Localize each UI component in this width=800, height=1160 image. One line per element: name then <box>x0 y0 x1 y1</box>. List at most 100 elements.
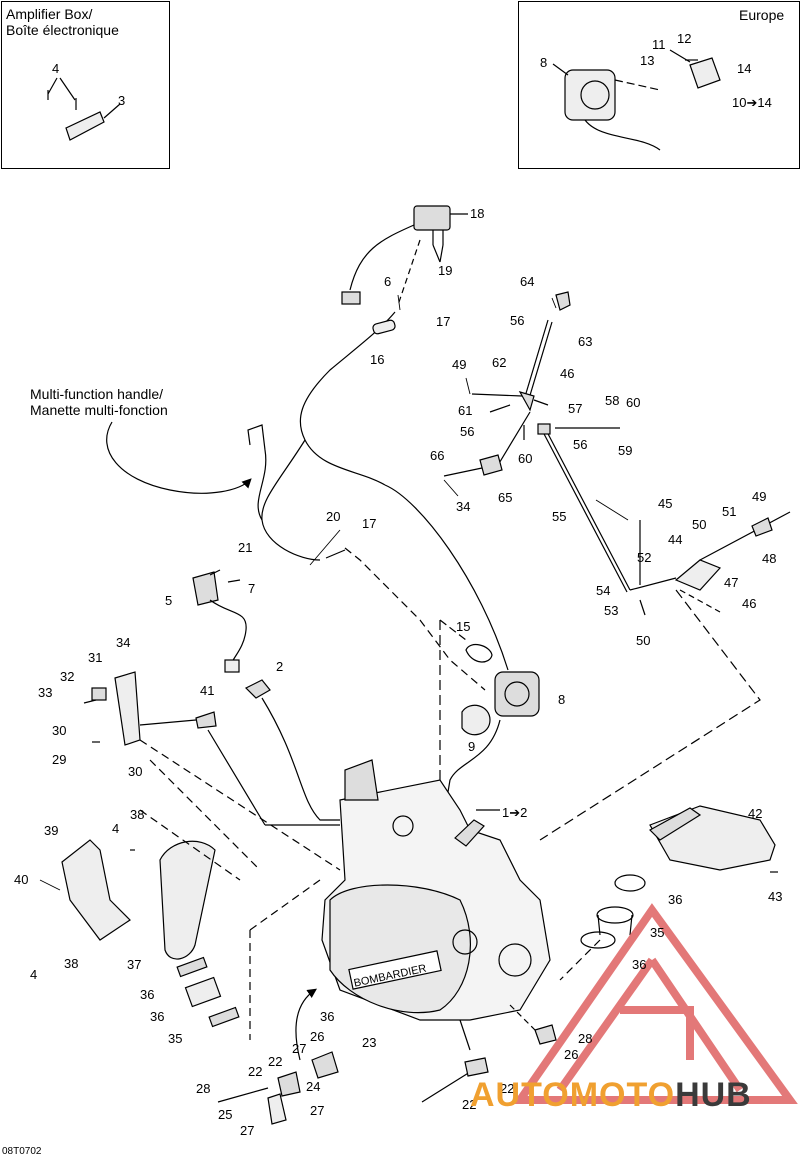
gear-lever-assembly <box>443 291 631 593</box>
callout-27c: 27 <box>310 1103 325 1118</box>
engine-block: BOMBARDIER <box>321 759 551 1051</box>
callout-17b: 17 <box>362 516 377 531</box>
callout-19: 19 <box>438 263 453 278</box>
air-intake-part <box>559 805 778 981</box>
callout-14: 14 <box>737 61 752 76</box>
lower-engine-parts <box>217 879 557 1125</box>
callout-27: 23 <box>362 1035 377 1050</box>
callout-28b: 27 <box>240 1123 255 1138</box>
callout-9: 9 <box>468 739 476 754</box>
callout-57: 57 <box>568 401 583 416</box>
callout-25: 28 <box>196 1081 211 1096</box>
callout-36: 36 <box>668 892 683 907</box>
watermark-right: HUB <box>675 1076 752 1114</box>
callout-24: 22 <box>248 1064 263 1079</box>
callout-43: 43 <box>768 889 783 904</box>
callout-10-14: 10➔14 <box>732 95 772 110</box>
callout-45: 45 <box>658 496 673 511</box>
callout-60b: 60 <box>518 451 533 466</box>
callout-4: 4 <box>52 61 60 76</box>
callout-47: 47 <box>724 575 739 590</box>
callout-59: 59 <box>618 443 633 458</box>
callout-36d: 35 <box>168 1031 183 1046</box>
callout-58: 58 <box>605 393 620 408</box>
callout-32: 32 <box>60 669 75 684</box>
callout-36c: 36 <box>140 987 155 1002</box>
sensor-part <box>192 569 247 673</box>
amplifier-title-line2: Boîte électronique <box>6 22 119 38</box>
throttle-cable-part <box>247 311 509 691</box>
callout-29: 29 <box>52 752 67 767</box>
callout-5: 5 <box>165 593 173 608</box>
handle-caption-line1: Multi-function handle/ <box>30 386 164 402</box>
watermark-left: AUTOMOTO <box>470 1076 676 1114</box>
callout-65: 65 <box>498 490 513 505</box>
callout-27b: 25 <box>218 1107 233 1122</box>
callout-61: 61 <box>458 403 473 418</box>
callout-18: 18 <box>470 206 485 221</box>
callout-13: 13 <box>640 53 655 68</box>
callout-38: 38 <box>130 807 145 822</box>
callout-53: 53 <box>604 603 619 618</box>
callout-62: 62 <box>492 355 507 370</box>
callout-3: 3 <box>118 93 126 108</box>
callout-35b: 36 <box>150 1009 165 1024</box>
callout-37: 37 <box>127 957 142 972</box>
callout-11: 11 <box>652 37 666 52</box>
europe-title: Europe <box>739 7 785 23</box>
callout-46: 46 <box>560 366 575 381</box>
callout-4b: 4 <box>112 821 120 836</box>
callout-52: 52 <box>637 550 652 565</box>
callout-26b: 28 <box>578 1031 593 1046</box>
callout-16: 16 <box>370 352 385 367</box>
callout-48: 48 <box>762 551 777 566</box>
callout-4c: 4 <box>30 967 38 982</box>
callout-49: 49 <box>452 357 467 372</box>
drawing-code: 08T0702 <box>2 1146 42 1157</box>
shift-linkage-part <box>539 511 791 841</box>
callout-8b: 8 <box>558 692 566 707</box>
amplifier-box-part <box>47 77 121 141</box>
callout-28: 24 <box>306 1079 321 1094</box>
callout-54: 54 <box>596 583 611 598</box>
callout-6: 6 <box>384 274 392 289</box>
callout-42: 42 <box>748 806 763 821</box>
callout-31: 31 <box>88 650 103 665</box>
callout-22b: 22 <box>268 1054 283 1069</box>
callout-34b: 34 <box>116 635 131 650</box>
callout-7: 7 <box>248 581 256 596</box>
callout-21: 21 <box>238 540 253 555</box>
callout-17: 17 <box>436 314 451 329</box>
callout-22: 27 <box>292 1041 307 1056</box>
callout-30: 30 <box>52 723 67 738</box>
callout-64: 64 <box>520 274 535 289</box>
callout-50: 50 <box>692 517 707 532</box>
callout-8: 8 <box>540 55 548 70</box>
callout-38b: 38 <box>64 956 79 971</box>
callout-2: 2 <box>276 659 284 674</box>
amplifier-box-inset <box>1 1 170 169</box>
callout-49b: 49 <box>752 489 767 504</box>
leader-lines <box>39 213 629 891</box>
callout-60: 60 <box>626 395 641 410</box>
callout-22c: 26 <box>564 1047 579 1062</box>
exhaust-part <box>61 759 261 1028</box>
callout-34: 34 <box>456 499 471 514</box>
callout-55: 55 <box>552 509 567 524</box>
callout-56: 56 <box>510 313 525 328</box>
callout-25b: 22 <box>462 1097 477 1112</box>
callout-26: 36 <box>320 1009 335 1024</box>
callout-12: 12 <box>677 31 692 46</box>
callout-51: 51 <box>722 504 737 519</box>
callout-36b: 36 <box>632 957 647 972</box>
callout-22d: 22 <box>500 1081 515 1096</box>
callout-40: 40 <box>14 872 29 887</box>
callout-41: 41 <box>200 683 215 698</box>
callout-66: 66 <box>430 448 445 463</box>
callout-23: 26 <box>310 1029 325 1044</box>
callout-30b: 30 <box>128 764 143 779</box>
callout-56b: 56 <box>460 424 475 439</box>
callout-35: 35 <box>650 925 665 940</box>
throttle-switch-part <box>341 205 468 306</box>
